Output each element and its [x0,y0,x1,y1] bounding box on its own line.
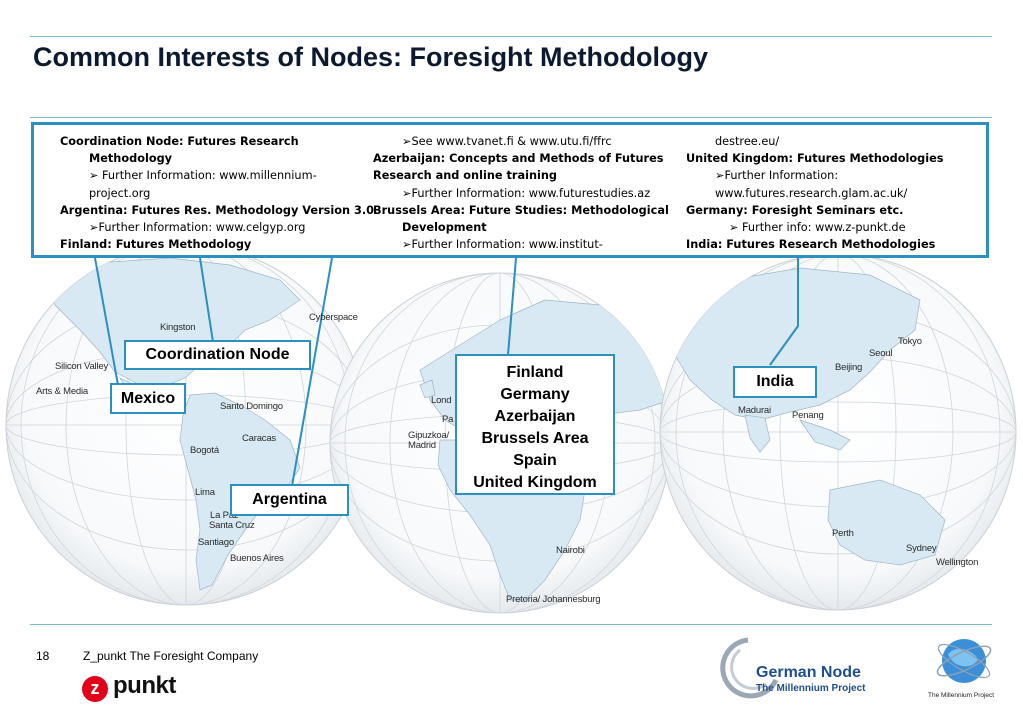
city-label-santo-domingo: Santo Domingo [220,401,283,412]
info-line: ➢Further Information: [715,169,839,183]
callout-coordination-node: Coordination Node [124,340,311,370]
german-node-subtitle: The Millennium Project [756,683,866,694]
city-label-sydney: Sydney [906,543,937,554]
city-label-tokyo: Tokyo [898,336,922,347]
info-line: project.org [89,186,151,200]
top-rule [30,36,992,37]
city-label-london: Lond [431,395,452,406]
german-node-logo: German Node The Millennium Project [718,636,878,702]
city-label-santiago: Santiago [198,537,234,548]
info-line: Finland: Futures Methodology [60,238,252,252]
millennium-globe-icon [936,639,992,683]
info-line: ➢See www.tvanet.fi & www.utu.fi/ffrc [402,135,612,148]
info-column-2: ➢See www.tvanet.fi & www.utu.fi/ffrc Aze… [373,133,669,253]
city-label-paris: Pa [442,414,454,425]
globe-americas [5,244,367,606]
callout-europe-line: Germany [500,386,570,403]
city-label-buenos-aires: Buenos Aires [230,553,284,564]
zpunkt-wordmark: punkt [113,672,176,699]
callout-europe-line: Brussels Area [481,430,589,447]
info-column-3: destree.eu/ United Kingdom: Futures Meth… [686,133,943,253]
info-column-1: Coordination Node: Futures Research Meth… [60,133,374,253]
title-rule [30,117,992,118]
city-label-bogota: Bogotá [190,445,219,456]
info-line: www.futures.research.glam.ac.uk/ [715,186,908,200]
slide-title: Common Interests of Nodes: Foresight Met… [33,42,709,72]
city-label-cyberspace: Cyberspace [309,312,358,323]
callout-europe-line: Azerbaijan [494,408,576,425]
info-line: Azerbaijan: Concepts and Methods of Futu… [373,152,664,166]
zpunkt-z-circle: z [82,676,108,702]
city-label-penang: Penang [792,410,824,421]
node-info-box: Coordination Node: Futures Research Meth… [31,122,989,258]
info-line: ➢Further Information: www.institut- [402,238,603,252]
city-label-pretoria: Pretoria/ Johannesburg [506,594,601,605]
info-line: Development [402,221,487,235]
callout-europe-line: Finland [506,364,564,381]
city-label-perth: Perth [832,528,854,539]
german-node-title: German Node [756,664,861,681]
callout-mexico: Mexico [110,383,186,414]
city-label-silicon-valley: Silicon Valley [55,361,108,372]
footer-rule [30,624,992,625]
city-label-santa-cruz: Santa Cruz [209,520,255,531]
info-line: Brussels Area: Future Studies: Methodolo… [373,203,669,217]
city-label-beijing: Beijing [835,362,863,373]
info-line: destree.eu/ [715,135,780,148]
city-label-arts-media: Arts & Media [36,386,88,397]
connector-lines [94,257,799,487]
city-label-madurai: Madurai [738,405,771,416]
info-line: ➢Further Information: www.celgyp.org [89,221,306,235]
city-label-seoul: Seoul [869,348,893,359]
info-line: ➢ Further info: www.z-punkt.de [729,221,906,235]
zpunkt-logo: z punkt [82,672,192,702]
callout-argentina: Argentina [230,484,349,516]
footer-company-name: Z_punkt The Foresight Company [83,649,259,663]
callout-europe-line: Spain [513,452,557,469]
info-line: ➢ Further Information: www.millennium- [89,169,317,183]
callout-europe-nodes: Finland Germany Azerbaijan Brussels Area… [455,354,615,495]
world-globes-map [5,244,1017,614]
city-label-lima: Lima [195,487,215,498]
info-line: Research and online training [373,169,557,183]
millennium-project-caption: The Millennium Project [928,692,995,699]
city-label-wellington: Wellington [936,557,979,568]
city-label-nairobi: Nairobi [556,545,585,556]
city-label-caracas: Caracas [242,433,276,444]
info-line: United Kingdom: Futures Methodologies [686,152,944,166]
globe-asia-pacific [659,253,1017,611]
info-line: India: Futures Research Methodologies [686,238,936,252]
city-label-gipuzkoa: Gipuzkoa/ [408,430,449,441]
millennium-project-logo: The Millennium Project [928,634,1008,704]
city-label-madrid: Madrid [408,440,436,451]
info-line: Argentina: Futures Res. Methodology Vers… [60,203,375,217]
info-line: Coordination Node: Futures Research [60,135,299,148]
city-label-la-paz: La Paz [210,510,239,521]
page-number: 18 [36,649,50,663]
city-label-kingston: Kingston [160,322,196,333]
globe-swoosh-icon [720,637,778,699]
info-line: Methodology [89,152,173,166]
callout-india: India [733,366,817,398]
info-line: ➢Further Information: www.futurestudies.… [402,186,651,200]
info-line: Germany: Foresight Seminars etc. [686,203,904,217]
callout-europe-line: United Kingdom [473,474,597,491]
